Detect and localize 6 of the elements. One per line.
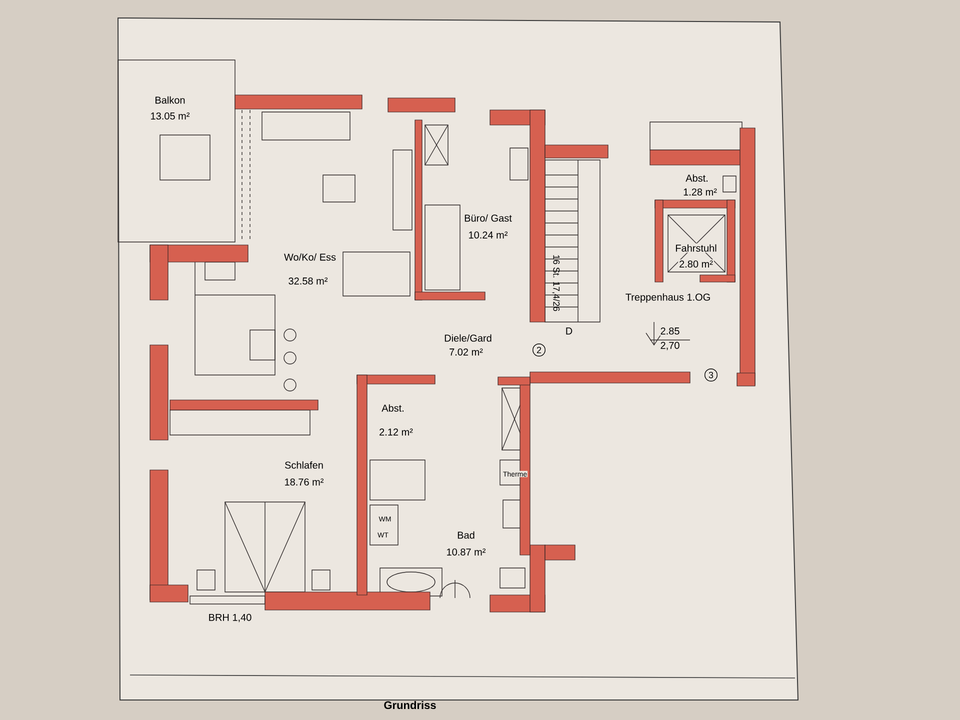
area-label: 2.12 m² [378,428,414,436]
stair-label: 16 St. 17,4/26 [552,255,560,312]
callout-number: 3 [704,368,718,382]
caption: Grundriss [384,700,436,710]
room-label: Treppenhaus 1.OG [624,292,712,304]
callout-number: 2 [532,344,546,356]
